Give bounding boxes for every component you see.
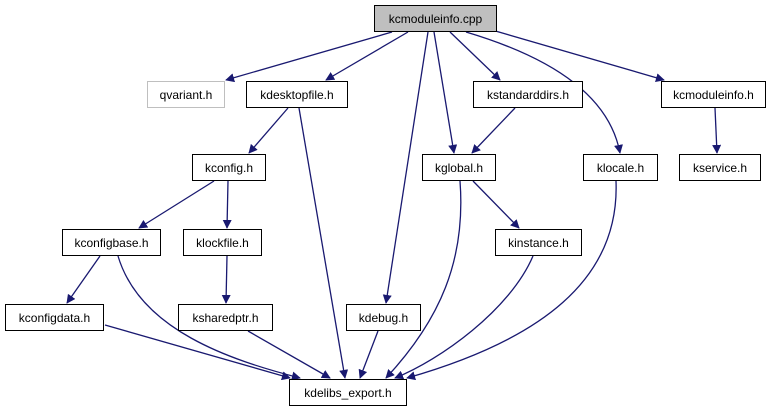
edge-kdesktopfile-h-to-kdelibs-export-h: [298, 107, 349, 379]
edge-kconfig-h-to-klockfile-h: [222, 180, 232, 229]
edge-kinstance-h-to-kdelibs-export-h: [394, 255, 534, 380]
node-qvariant-h: qvariant.h: [147, 81, 225, 108]
node-kcmoduleinfo-h[interactable]: kcmoduleinfo.h: [661, 81, 766, 108]
node-kconfig-h[interactable]: kconfig.h: [192, 154, 266, 181]
node-kdebug-h[interactable]: kdebug.h: [346, 304, 421, 331]
node-kstandarddirs-h[interactable]: kstandarddirs.h: [473, 81, 583, 108]
node-kconfigdata-h[interactable]: kconfigdata.h: [5, 304, 104, 331]
node-klockfile-h[interactable]: klockfile.h: [183, 229, 262, 256]
edge-klockfile-h-to-ksharedptr-h: [221, 255, 231, 304]
edge-kstandarddirs-h-to-kglobal-h: [471, 107, 516, 154]
edge-kcmoduleinfo-h-to-kservice-h: [712, 107, 722, 154]
edge-kcmoduleinfo-cpp-to-qvariant-h: [225, 31, 393, 83]
edge-kdesktopfile-h-to-kconfig-h: [248, 107, 289, 154]
node-kinstance-h[interactable]: kinstance.h: [495, 229, 582, 256]
edge-kconfigbase-h-to-kdelibs-export-h: [117, 255, 301, 381]
node-kdelibs-export-h[interactable]: kdelibs_export.h: [289, 379, 407, 406]
node-ksharedptr-h[interactable]: ksharedptr.h: [178, 304, 273, 331]
node-kservice-h[interactable]: kservice.h: [679, 154, 761, 181]
edge-kcmoduleinfo-cpp-to-kglobal-h: [433, 31, 458, 154]
edge-kcmoduleinfo-cpp-to-kdesktopfile-h: [325, 31, 409, 81]
edge-kconfigdata-h-to-kdelibs-export-h: [104, 324, 291, 381]
edge-kglobal-h-to-kdelibs-export-h: [385, 180, 462, 379]
edge-kcmoduleinfo-cpp-to-kcmoduleinfo-h: [491, 29, 665, 83]
edge-kconfig-h-to-kconfigbase-h: [138, 180, 215, 229]
edge-ksharedptr-h-to-kdelibs-export-h: [247, 330, 331, 379]
node-klocale-h[interactable]: klocale.h: [583, 154, 658, 181]
edge-klocale-h-to-kdelibs-export-h: [406, 180, 617, 381]
node-kcmoduleinfo-cpp: kcmoduleinfo.cpp: [374, 5, 497, 32]
edge-kglobal-h-to-kinstance-h: [472, 180, 520, 229]
node-kconfigbase-h[interactable]: kconfigbase.h: [62, 229, 161, 256]
edge-kdebug-h-to-kdelibs-export-h: [358, 330, 379, 379]
edge-kcmoduleinfo-cpp-to-kdebug-h: [382, 31, 429, 304]
node-kdesktopfile-h[interactable]: kdesktopfile.h: [246, 81, 348, 108]
node-kglobal-h[interactable]: kglobal.h: [422, 154, 496, 181]
edge-kcmoduleinfo-cpp-to-kstandarddirs-h: [449, 31, 501, 81]
edge-kconfigbase-h-to-kconfigdata-h: [66, 255, 101, 304]
